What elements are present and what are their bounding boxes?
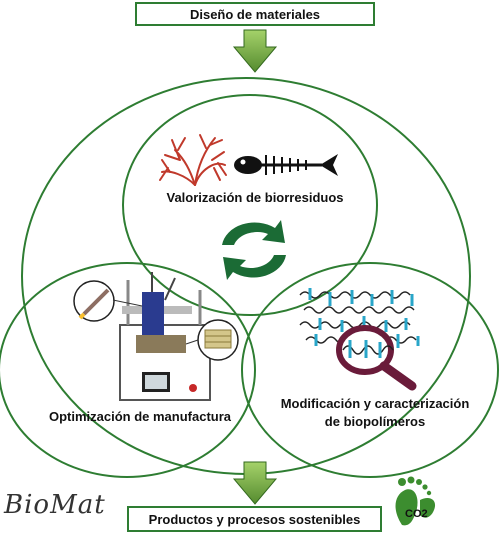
fish-skeleton-icon bbox=[234, 154, 338, 176]
down-arrow-bottom bbox=[232, 461, 278, 505]
valorization-label: Valorización de biorresiduos bbox=[166, 190, 344, 205]
sustainable-products-label: Productos y procesos sostenibles bbox=[148, 511, 361, 527]
magnifier-icon bbox=[336, 325, 417, 391]
design-materials-box: Diseño de materiales bbox=[135, 2, 375, 26]
modification-circle bbox=[241, 262, 499, 478]
modification-label-line2: de biopolímeros bbox=[324, 414, 426, 429]
valorization-circle bbox=[122, 94, 378, 316]
printed-part-zoom-icon bbox=[185, 319, 239, 361]
cycle-arrows-icon bbox=[222, 220, 286, 280]
modification-label-line1: Modificación y caracterización bbox=[280, 396, 470, 411]
co2-badge: CO2 bbox=[405, 508, 428, 520]
3d-printer-icon bbox=[119, 272, 211, 401]
manufacturing-label: Optimización de manufactura bbox=[48, 409, 232, 424]
sustainable-products-box: Productos y procesos sostenibles bbox=[127, 506, 382, 532]
down-arrow-top bbox=[232, 29, 278, 73]
design-materials-label: Diseño de materiales bbox=[189, 6, 321, 22]
biomat-logo: BioMat bbox=[4, 490, 106, 520]
manufacturing-circle bbox=[0, 262, 256, 478]
footprint-icon bbox=[395, 476, 436, 526]
nozzle-zoom-icon bbox=[73, 280, 143, 322]
seaweed-icon bbox=[159, 134, 227, 186]
